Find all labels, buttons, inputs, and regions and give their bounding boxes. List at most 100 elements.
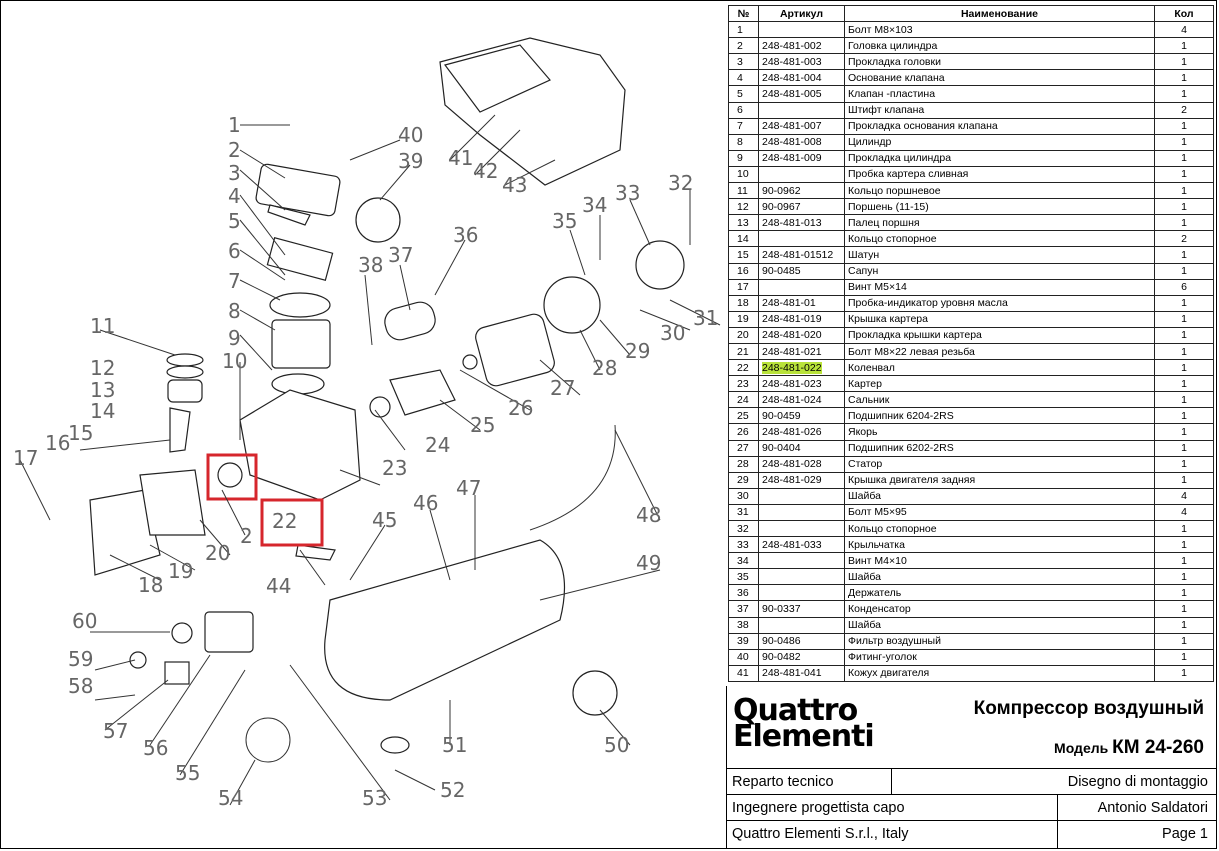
label-1: 1 [228, 113, 241, 137]
label-52: 52 [440, 778, 465, 802]
company-name: Quattro Elementi S.r.l., Italy [732, 826, 909, 842]
cell-name: Шайба [844, 568, 1155, 586]
header-qty: Кол [1154, 4, 1214, 23]
cell-article: 248-481-009 [758, 149, 845, 167]
cell-name: Прокладка основания клапана [844, 117, 1155, 135]
cell-name: Якорь [844, 423, 1155, 441]
cell-article [758, 165, 845, 184]
pressure-regulator-part [164, 661, 190, 685]
title-row-department: Reparto tecnico Disegno di montaggio [727, 768, 1216, 795]
cell-name: Штифт клапана [844, 101, 1155, 119]
model-line: Модель КМ 24-260 [1054, 737, 1204, 759]
leader-lines [19, 114, 721, 806]
label-51: 51 [442, 733, 467, 757]
cell-num: 3 [728, 53, 759, 71]
label-25: 25 [470, 413, 495, 437]
cell-num: 32 [728, 519, 759, 538]
cell-num: 39 [728, 632, 759, 650]
cell-article [758, 278, 845, 296]
cell-name: Крышка картера [844, 310, 1155, 328]
manometer-part [129, 651, 147, 669]
cell-article: 248-481-029 [758, 471, 845, 489]
cell-article: 90-0482 [758, 648, 845, 666]
label-49: 49 [636, 551, 661, 575]
motor-housing-grille [443, 44, 551, 113]
cell-article [758, 101, 845, 119]
label-15: 15 [68, 421, 93, 445]
cell-article: 90-0485 [758, 262, 845, 280]
cell-num: 11 [728, 182, 759, 200]
piston-part [167, 379, 203, 403]
cell-name: Кольцо поршневое [844, 182, 1155, 200]
label-20: 20 [205, 541, 230, 565]
cell-qty: 1 [1154, 648, 1214, 666]
label-8: 8 [228, 299, 241, 323]
cell-num: 9 [728, 149, 759, 167]
cell-article: 90-0459 [758, 407, 845, 425]
label-38: 38 [358, 253, 383, 277]
cell-article: 248-481-023 [758, 375, 845, 393]
cell-name: Прокладка цилиндра [844, 149, 1155, 167]
cell-name: Подшипник 6204-2RS [844, 407, 1155, 425]
engineer-label: Ingegnere progettista capo [732, 800, 905, 816]
exploded-assembly-drawing: 1 2 3 4 5 6 7 8 9 10 11 12 13 14 15 16 1… [13, 37, 721, 810]
cell-article: 248-481-024 [758, 391, 845, 409]
cell-name: Кольцо стопорное [844, 519, 1155, 538]
label-37: 37 [388, 243, 413, 267]
cell-qty: 1 [1154, 568, 1214, 586]
cell-qty: 1 [1154, 359, 1214, 377]
cell-article [758, 552, 845, 570]
cell-num: 35 [728, 568, 759, 586]
cell-qty: 1 [1154, 133, 1214, 151]
manometer-part [171, 622, 193, 644]
highlight-box-label-22 [260, 498, 324, 547]
cell-qty: 1 [1154, 69, 1214, 87]
cell-name: Поршень (11-15) [844, 198, 1155, 216]
outlet-tube-part [295, 544, 336, 561]
drawing-svg: 1 2 3 4 5 6 7 8 9 10 11 12 13 14 15 16 1… [13, 37, 721, 810]
motor-rear-cover-part [543, 276, 601, 334]
cell-article: 248-481-002 [758, 37, 845, 55]
cell-article: 248-481-021 [758, 342, 845, 361]
cell-name: Цилиндр [844, 133, 1155, 151]
cell-num: 13 [728, 214, 759, 232]
cell-article: 90-0486 [758, 632, 845, 650]
label-12: 12 [90, 356, 115, 380]
label-47: 47 [456, 476, 481, 500]
cell-num: 14 [728, 230, 759, 248]
cell-qty: 1 [1154, 326, 1214, 344]
cell-num: 24 [728, 391, 759, 409]
department-label: Reparto tecnico [732, 774, 834, 790]
cell-num: 12 [728, 198, 759, 216]
cell-num: 27 [728, 439, 759, 457]
cell-num: 38 [728, 616, 759, 634]
cell-article [758, 584, 845, 602]
cell-article [758, 21, 845, 39]
cell-qty: 1 [1154, 423, 1214, 441]
cylinder-gasket-part [271, 373, 325, 395]
label-56: 56 [143, 736, 168, 760]
head-gasket-part [267, 204, 311, 226]
label-41: 41 [448, 146, 473, 170]
cell-article: 248-481-003 [758, 53, 845, 71]
cell-name: Крышка двигателя задняя [844, 471, 1155, 489]
cell-num: 10 [728, 165, 759, 184]
cell-article: 90-0967 [758, 198, 845, 216]
cell-qty: 1 [1154, 117, 1214, 135]
seal-part [369, 396, 391, 418]
cell-article [758, 519, 845, 538]
label-45: 45 [372, 508, 397, 532]
cell-name: Фильтр воздушный [844, 632, 1155, 650]
